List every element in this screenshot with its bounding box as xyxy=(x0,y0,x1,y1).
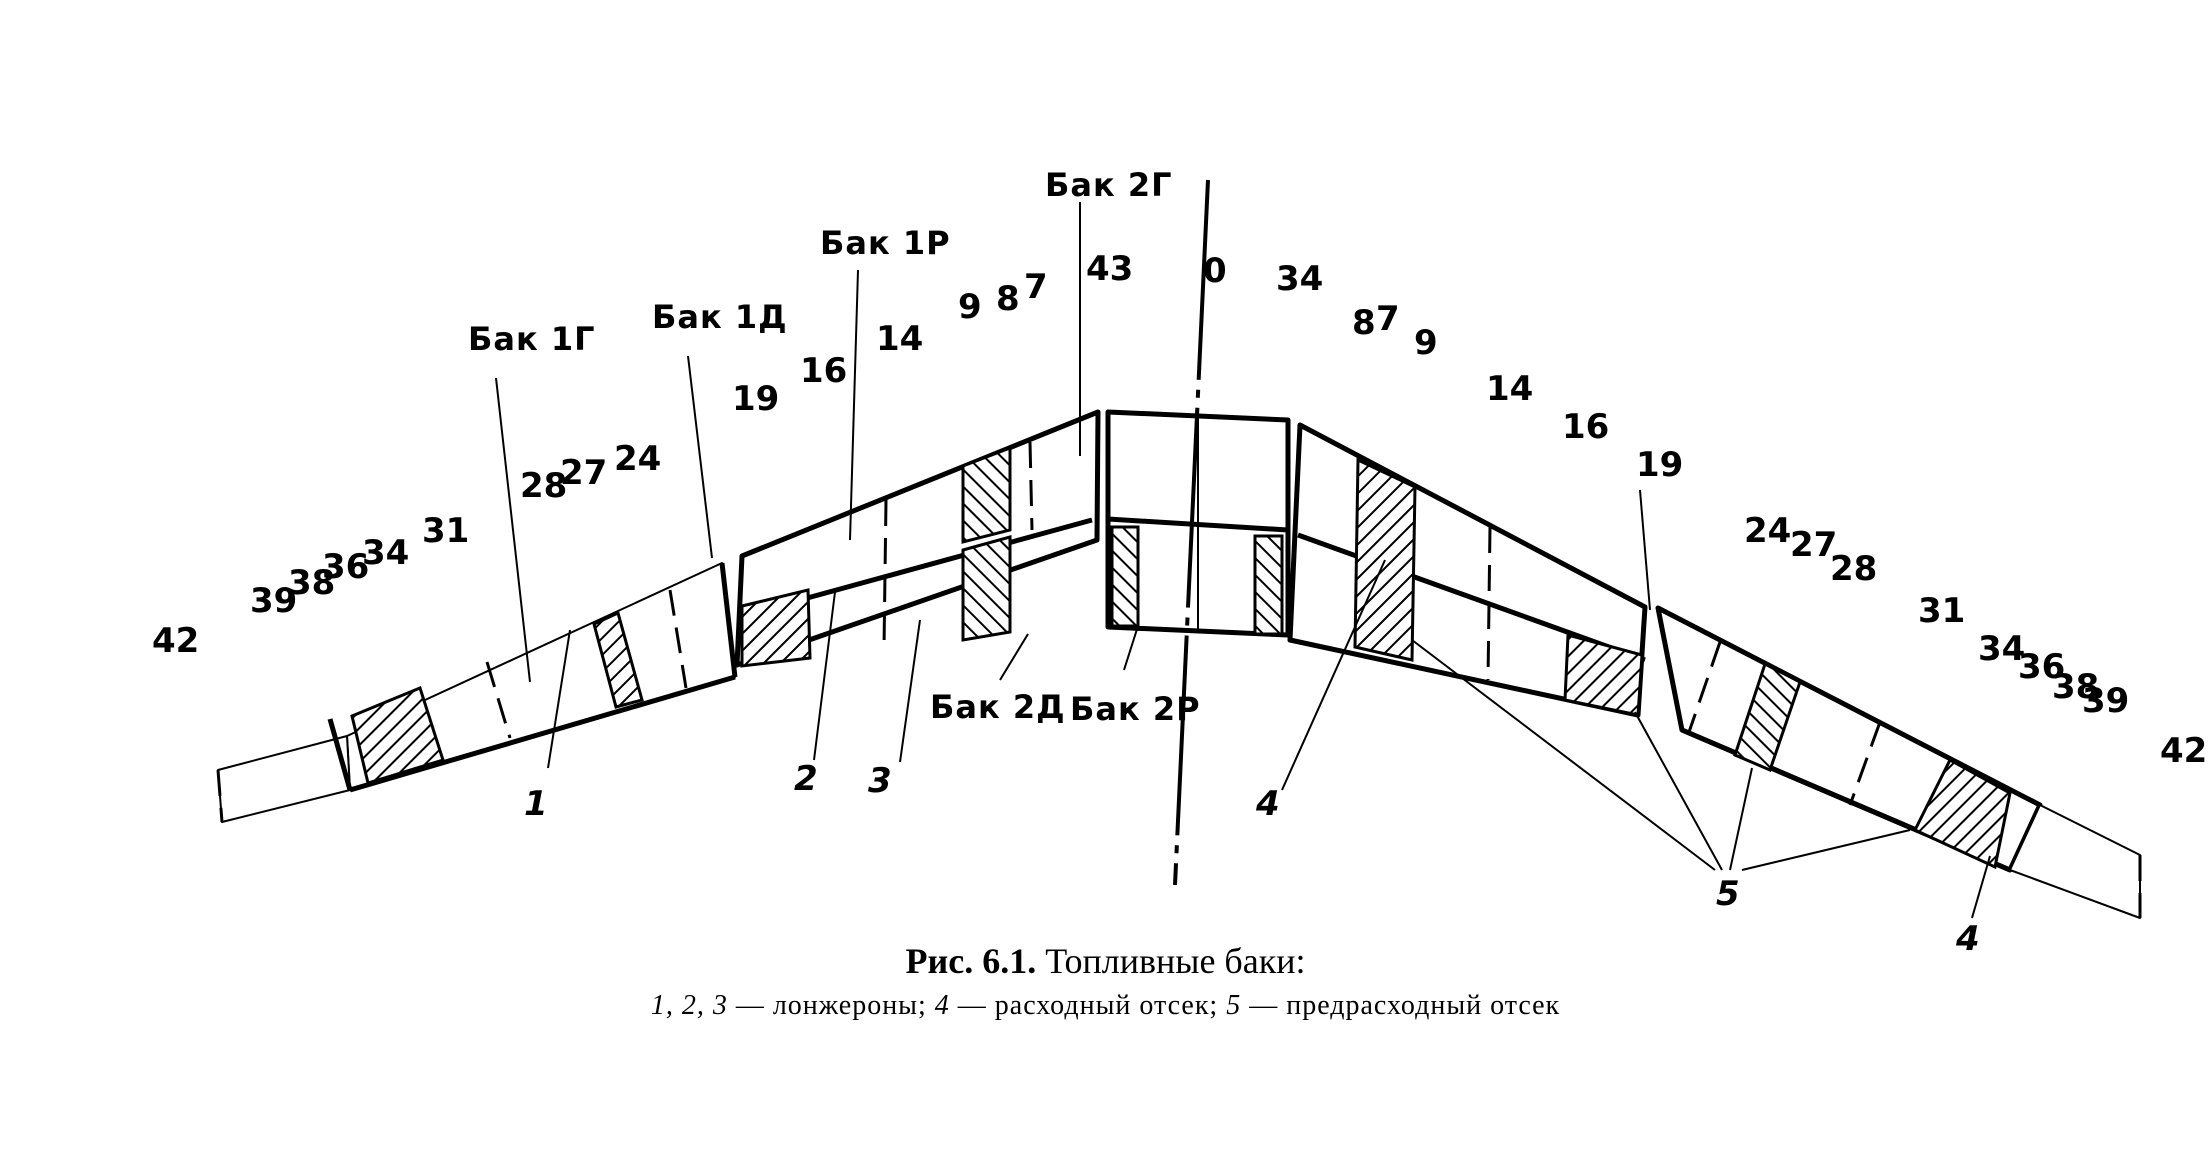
rib-label-9-right: 9 xyxy=(1414,323,1438,363)
figure-number: Рис. 6.1. xyxy=(905,941,1037,981)
rib-label-8-left: 8 xyxy=(996,279,1020,319)
rib-label-39-right: 39 xyxy=(2082,681,2129,721)
rib-label-39-left: 39 xyxy=(250,581,297,621)
rib-label-38-left: 38 xyxy=(288,563,335,603)
callout-5: 5 xyxy=(1716,874,1740,914)
left-outer-wing xyxy=(216,562,738,823)
left-inner-wing xyxy=(734,409,1101,668)
rib-label-24-left: 24 xyxy=(614,439,661,479)
tank-label-2r: Бак 2Р xyxy=(1070,690,1201,728)
rib-label-7-right: 7 xyxy=(1376,299,1400,339)
legend-text-1: — лонжероны; xyxy=(727,990,935,1021)
center-axis xyxy=(1173,179,1210,886)
rib-label-16-right: 16 xyxy=(1562,407,1609,447)
rib-label-34-right-outer: 34 xyxy=(1978,629,2025,669)
callout-4-right: 4 xyxy=(1955,919,1980,959)
rib-label-36-right: 36 xyxy=(2018,647,2065,687)
rib-label-19-right: 19 xyxy=(1636,445,1683,485)
rib-label-28-left: 28 xyxy=(520,466,567,506)
rib-label-14-right: 14 xyxy=(1486,369,1533,409)
rib-label-19-left: 19 xyxy=(732,379,779,419)
center-section xyxy=(1105,409,1291,638)
rib-label-36-left: 36 xyxy=(322,547,369,587)
tank-label-1d: Бак 1Д xyxy=(652,298,788,336)
callout-4-center: 4 xyxy=(1255,784,1280,824)
rib-label-42-right: 42 xyxy=(2160,731,2207,771)
rib-label-27-right: 27 xyxy=(1790,525,1837,565)
rib-label-38-right: 38 xyxy=(2052,667,2099,707)
rib-label-34-right: 34 xyxy=(1276,259,1323,299)
leader-lines xyxy=(495,202,1991,919)
callout-2: 2 xyxy=(794,759,818,799)
rib-label-43: 43 xyxy=(1086,249,1133,289)
legend-num-2: 4 xyxy=(934,990,950,1021)
rib-label-0: 0 xyxy=(1203,251,1227,291)
figure-caption-title: Рис. 6.1. Топливные баки: xyxy=(0,940,2211,982)
rib-label-27-left: 27 xyxy=(560,453,607,493)
rib-label-31-right: 31 xyxy=(1918,591,1965,631)
rib-label-7-left: 7 xyxy=(1024,267,1048,307)
legend-text-2: — расходный отсек; xyxy=(949,990,1227,1021)
right-inner-wing xyxy=(1287,422,1648,718)
rib-label-31-left: 31 xyxy=(422,511,469,551)
right-outer-wing xyxy=(1655,605,2142,919)
figure-title: Топливные баки: xyxy=(1045,941,1306,981)
legend-num-1: 1, 2, 3 xyxy=(650,990,728,1021)
rib-label-42-left: 42 xyxy=(152,621,199,661)
tank-label-1g: Бак 1Г xyxy=(468,320,596,358)
tank-label-1r: Бак 1Р xyxy=(820,224,951,262)
rib-label-28-right: 28 xyxy=(1830,549,1877,589)
rib-label-9-left: 9 xyxy=(958,287,982,327)
figure-legend: 1, 2, 3 — лонжероны; 4 — расходный отсек… xyxy=(0,990,2211,1022)
rib-label-34-left: 34 xyxy=(362,533,409,573)
tank-label-2d: Бак 2Д xyxy=(930,688,1066,726)
rib-label-16-left: 16 xyxy=(800,351,847,391)
callout-1: 1 xyxy=(524,784,548,824)
legend-num-3: 5 xyxy=(1226,990,1242,1021)
callout-3: 3 xyxy=(868,761,892,801)
tank-label-2g: Бак 2Г xyxy=(1045,166,1173,204)
rib-label-14-left: 14 xyxy=(876,319,923,359)
legend-text-3: — предрасходный отсек xyxy=(1241,990,1561,1021)
rib-label-8-right: 8 xyxy=(1352,303,1376,343)
rib-label-24-right: 24 xyxy=(1744,511,1791,551)
